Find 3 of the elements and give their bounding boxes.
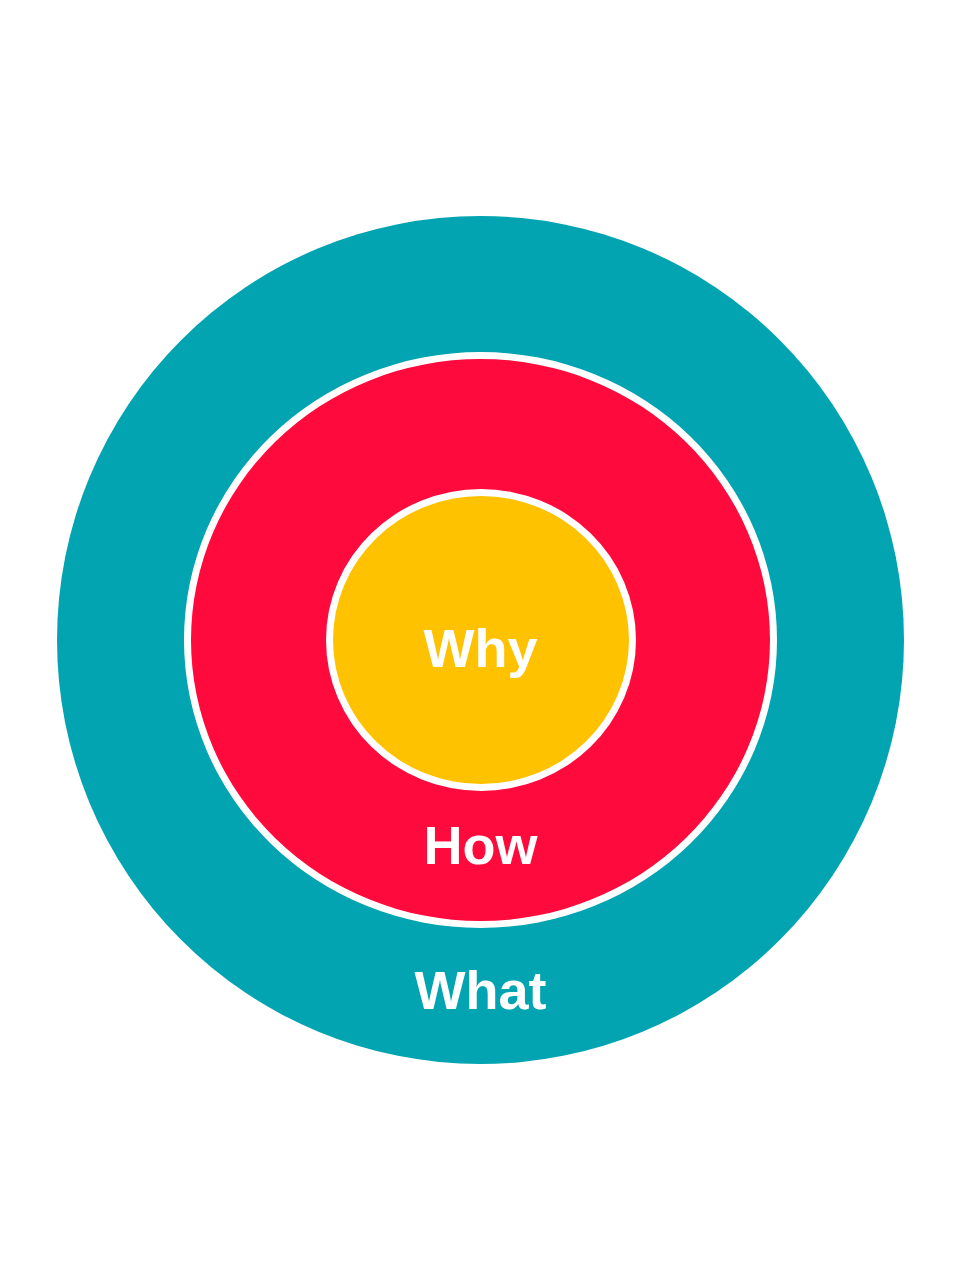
circle-label: What (414, 959, 547, 1022)
circle-label: How (423, 814, 538, 877)
circle-label: Why (423, 617, 538, 680)
